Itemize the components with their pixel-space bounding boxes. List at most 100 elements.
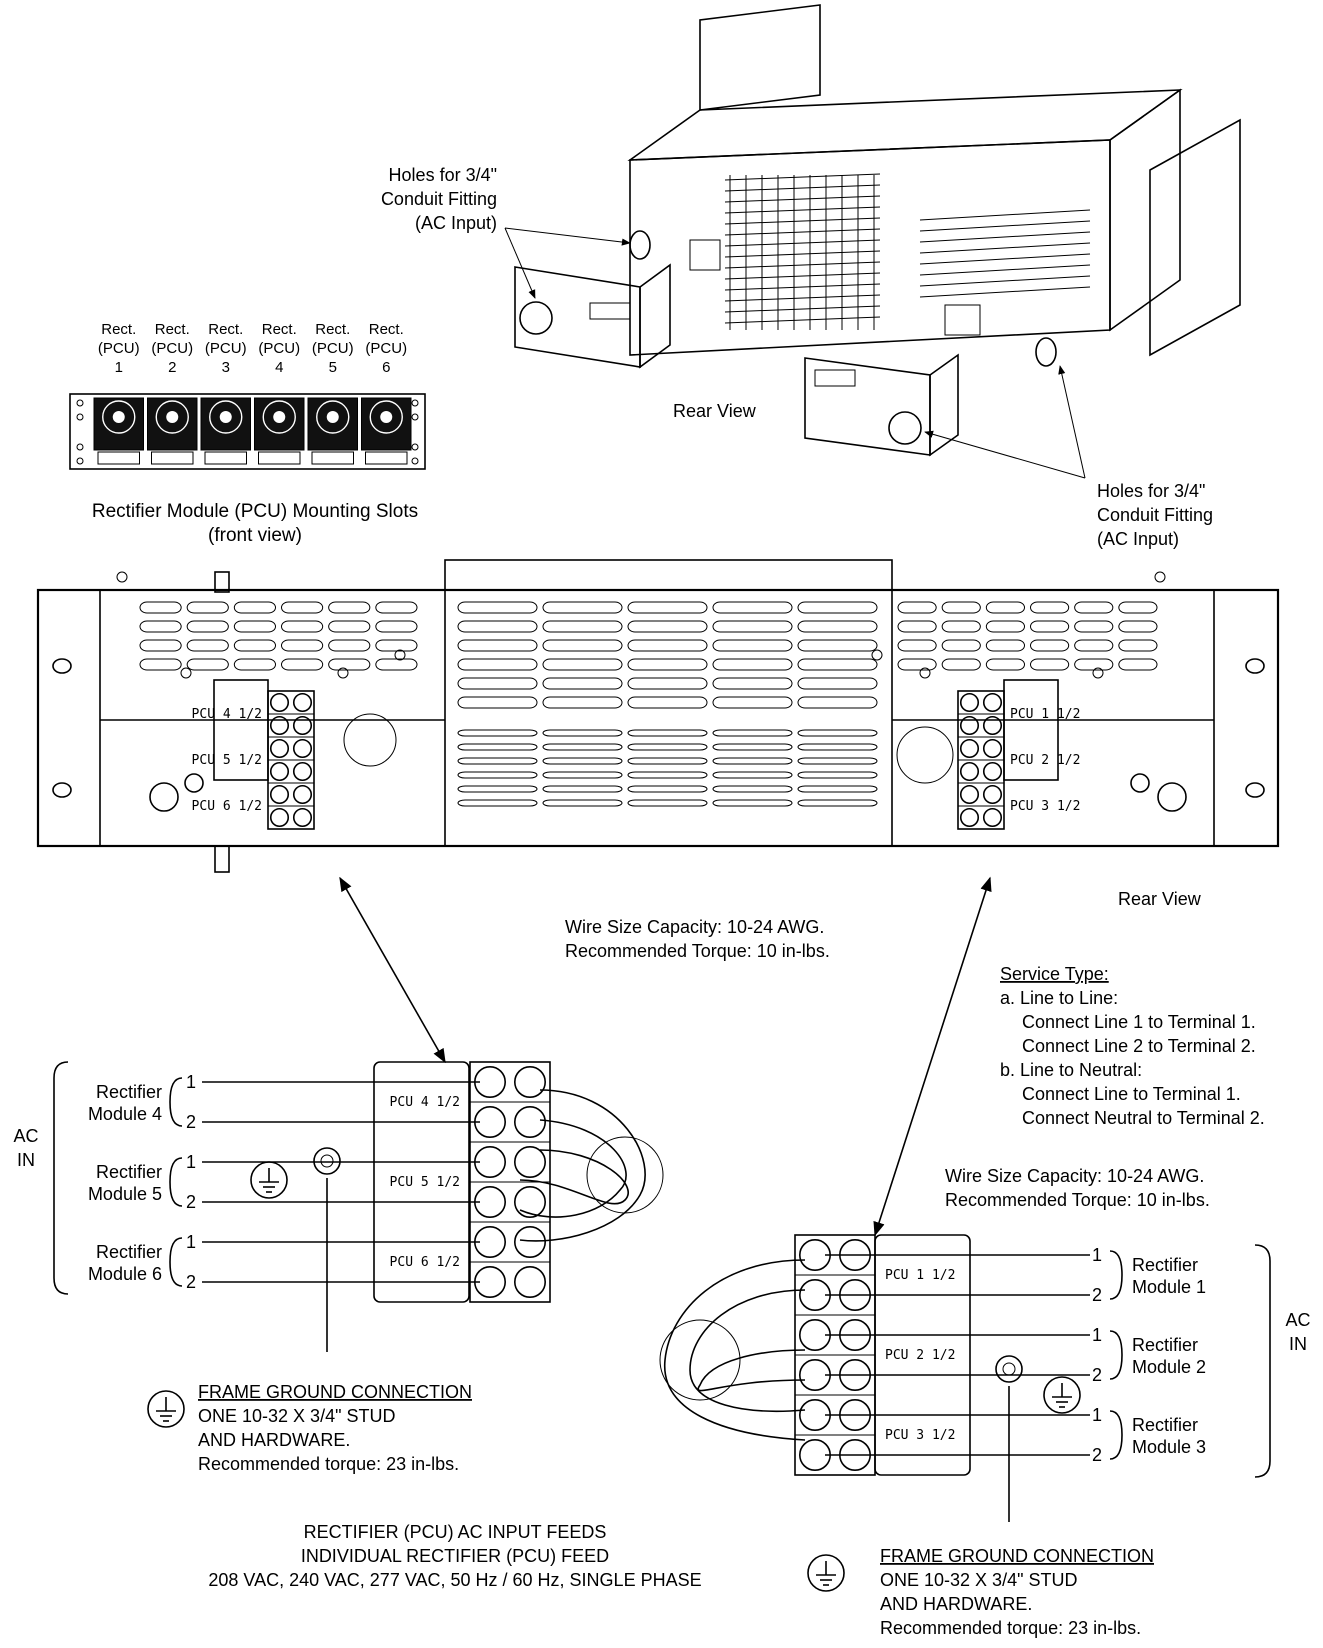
screw-hole bbox=[411, 413, 419, 421]
vent-slot bbox=[712, 771, 793, 779]
slot-label-line1: Rect. bbox=[101, 321, 136, 338]
iso-rack-ear-right bbox=[1149, 118, 1241, 357]
vent-slot bbox=[457, 696, 538, 709]
holes-left-line2: Conduit Fitting bbox=[381, 189, 497, 209]
right-module-line1: Rectifier bbox=[1132, 1415, 1198, 1435]
terminal-screw bbox=[513, 1146, 546, 1179]
slot-label-line2: (PCU) bbox=[151, 340, 193, 357]
iso-conduit-hole-right bbox=[1035, 337, 1057, 367]
terminal-screw bbox=[959, 761, 980, 782]
vent-slot bbox=[797, 658, 878, 671]
pcu-tag: PCU 3 1/2 bbox=[885, 1428, 955, 1443]
vent-slot bbox=[139, 639, 182, 652]
terminal-screw bbox=[513, 1066, 546, 1099]
rear-panel-label: Rear View bbox=[1118, 889, 1202, 909]
vent-slot bbox=[542, 639, 623, 652]
iso-rack-ear-left bbox=[699, 4, 821, 111]
left-module-line1: Rectifier bbox=[96, 1082, 162, 1102]
cover-left-hole bbox=[519, 301, 553, 335]
pcu-tag: PCU 4 1/2 bbox=[192, 707, 262, 722]
terminal-screw bbox=[269, 738, 290, 759]
vent-slot bbox=[627, 743, 708, 751]
left-terminal-2-label: 2 bbox=[186, 1272, 196, 1292]
ground-left-title: FRAME GROUND CONNECTION bbox=[198, 1382, 472, 1402]
vent-slot bbox=[712, 601, 793, 614]
ground-right-title: FRAME GROUND CONNECTION bbox=[880, 1546, 1154, 1566]
screw-hole bbox=[76, 399, 84, 407]
pcu-tag: PCU 2 1/2 bbox=[885, 1348, 955, 1363]
vent-slot bbox=[457, 639, 538, 652]
arrow-holes-left-cover bbox=[504, 227, 536, 299]
panel-screw bbox=[919, 667, 931, 679]
vent-slot bbox=[233, 639, 276, 652]
slot-label-number: 3 bbox=[222, 359, 230, 376]
rack-hole bbox=[52, 782, 72, 798]
ac-in-bracket-left bbox=[53, 1061, 69, 1295]
slot-label-number: 1 bbox=[115, 359, 123, 376]
vent-slot bbox=[712, 743, 793, 751]
vent-slot bbox=[542, 696, 623, 709]
pcu-tag: PCU 1 1/2 bbox=[885, 1268, 955, 1283]
vent-slot bbox=[542, 677, 623, 690]
slot-label-line2: (PCU) bbox=[312, 340, 354, 357]
vent-slot bbox=[627, 729, 708, 737]
slot-label-number: 6 bbox=[382, 359, 390, 376]
terminal-screw bbox=[292, 715, 313, 736]
service-type-line: Connect Line 1 to Terminal 1. bbox=[1022, 1012, 1256, 1032]
vent-slot bbox=[281, 639, 324, 652]
ground-stud-right bbox=[1130, 773, 1150, 793]
vent-slot bbox=[542, 658, 623, 671]
terminal-screw bbox=[269, 784, 290, 805]
vent-slot bbox=[712, 620, 793, 633]
terminal-screw bbox=[473, 1066, 506, 1099]
vent-slot bbox=[139, 658, 182, 671]
rear-iso-view: Holes for 3/4" Conduit Fitting (AC Input… bbox=[381, 4, 1241, 549]
vent-slot bbox=[542, 620, 623, 633]
front-chassis bbox=[69, 393, 426, 470]
vent-slot bbox=[712, 677, 793, 690]
vent-slot bbox=[542, 729, 623, 737]
terminal-screw bbox=[982, 692, 1003, 713]
pcu-tag: PCU 6 1/2 bbox=[192, 799, 262, 814]
service-type-line: a. Line to Line: bbox=[1000, 988, 1118, 1008]
rectifier-slot bbox=[147, 397, 198, 451]
vent-slot bbox=[186, 601, 229, 614]
iso-cover-right bbox=[804, 357, 931, 456]
vent-slot bbox=[375, 639, 418, 652]
vent-slot bbox=[985, 620, 1025, 633]
vent-slot bbox=[457, 799, 538, 807]
right-terminal-1-label: 1 bbox=[1092, 1325, 1102, 1345]
vent-slot bbox=[797, 677, 878, 690]
right-module-line1: Rectifier bbox=[1132, 1335, 1198, 1355]
ground-left-line2: ONE 10-32 X 3/4" STUD bbox=[198, 1406, 395, 1426]
ground-right-line2: ONE 10-32 X 3/4" STUD bbox=[880, 1570, 1077, 1590]
right-terminal-1-label: 1 bbox=[1092, 1245, 1102, 1265]
terminal-screw bbox=[513, 1266, 546, 1299]
rear-iso-label: Rear View bbox=[673, 401, 757, 421]
terminal-screw bbox=[959, 738, 980, 759]
vent-slot bbox=[457, 729, 538, 737]
terminal-screw bbox=[473, 1226, 506, 1259]
vent-slot bbox=[797, 639, 878, 652]
pcu-tag: PCU 3 1/2 bbox=[1010, 799, 1080, 814]
panel-screw bbox=[1092, 667, 1104, 679]
slot-label-line1: Rect. bbox=[262, 321, 297, 338]
terminal-screw bbox=[959, 692, 980, 713]
vent-slot bbox=[897, 601, 937, 614]
caption-line1: RECTIFIER (PCU) AC INPUT FEEDS bbox=[304, 1522, 607, 1542]
terminal-screw bbox=[513, 1186, 546, 1219]
vent-slot bbox=[139, 601, 182, 614]
terminal-screw bbox=[473, 1266, 506, 1299]
fan-icon bbox=[209, 400, 243, 434]
vent-slot bbox=[281, 620, 324, 633]
fan-icon bbox=[369, 400, 403, 434]
terminal-screw bbox=[269, 807, 290, 828]
vent-slot bbox=[941, 658, 981, 671]
vent-slot bbox=[542, 785, 623, 793]
ac-in-left-line1: AC bbox=[13, 1126, 38, 1146]
slot-label-line2: (PCU) bbox=[205, 340, 247, 357]
